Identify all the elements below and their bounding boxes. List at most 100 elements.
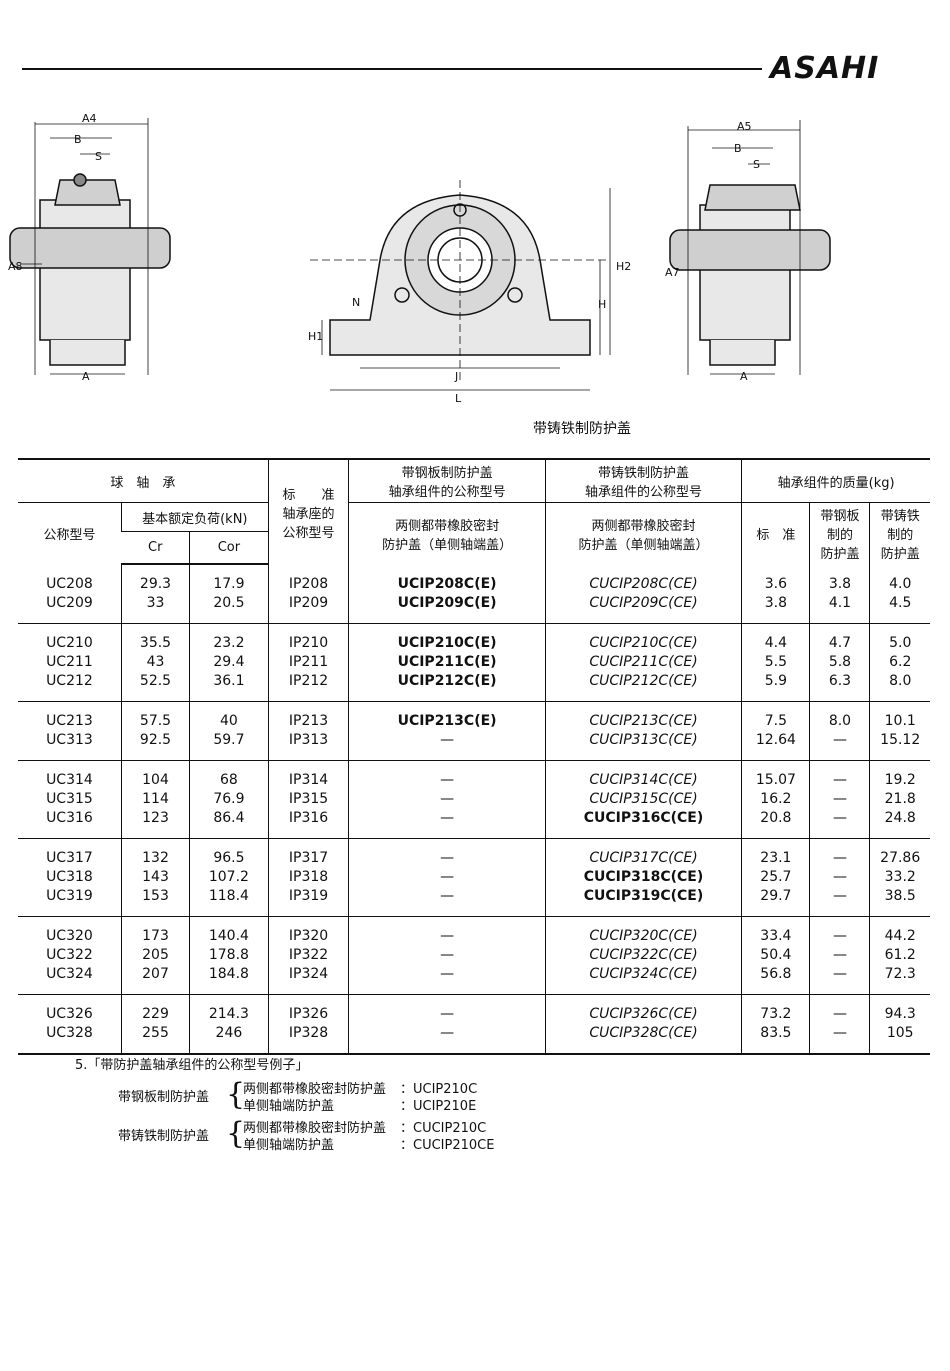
cell-cr: 153 <box>120 887 190 917</box>
cell-cr: 57.5 <box>120 701 190 731</box>
cell-mass-std: 56.8 <box>741 965 810 995</box>
example-cast-desc-2: 单侧轴端防护盖 <box>243 1138 335 1153</box>
cell-cor: 140.4 <box>189 916 269 946</box>
label-a4: A4 <box>82 112 97 125</box>
cell-mass-steel: — <box>809 790 870 809</box>
cell-mass-steel: 8.0 <box>809 701 870 731</box>
cell-steel-cover: — <box>348 790 546 809</box>
technical-drawings: A4 B S A8 A H2 H N H1 J L <box>8 112 831 405</box>
cell-mass-cast: 4.5 <box>869 594 930 624</box>
cell-cast-cover: CUCIP213C(CE) <box>544 701 742 731</box>
cell-steel-cover: — <box>348 916 546 946</box>
cell-mass-cast: 27.86 <box>869 838 930 868</box>
cell-steel-cover: — <box>348 838 546 868</box>
cell-steel-cover: — <box>348 809 546 839</box>
cell-cor: 178.8 <box>189 946 269 965</box>
header-rule <box>22 68 762 70</box>
cell-model: UC315 <box>46 791 93 807</box>
cell-mass-steel: — <box>809 838 870 868</box>
cell-cor: 20.5 <box>189 594 269 624</box>
cell-steel-cover: — <box>348 1024 546 1054</box>
header-housing: 标 准 轴承座的 公称型号 <box>267 459 349 564</box>
cell-cast-cover: CUCIP317C(CE) <box>544 838 742 868</box>
cell-mass-std: 5.5 <box>741 653 810 672</box>
cell-cr: 33 <box>120 594 190 624</box>
cell-mass-std: 5.9 <box>741 672 810 702</box>
cell-housing: IP313 <box>267 731 349 761</box>
cell-cr: 114 <box>120 790 190 809</box>
cell-mass-cast: 15.12 <box>869 731 930 761</box>
label-b-left: B <box>74 133 82 146</box>
label-a7: A7 <box>665 266 680 279</box>
cell-mass-steel: — <box>809 731 870 761</box>
cell-steel-cover: — <box>348 965 546 995</box>
cell-model: UC319 <box>46 888 93 904</box>
cell-model: UC324 <box>46 966 93 982</box>
header-steel-cover: 带钢板制防护盖 轴承组件的公称型号 <box>348 459 546 503</box>
cell-cor: 36.1 <box>189 672 269 702</box>
cell-cor: 17.9 <box>189 564 269 594</box>
cell-model: UC213 <box>46 713 93 729</box>
cell-housing: IP316 <box>267 809 349 839</box>
cell-housing: IP314 <box>267 760 349 790</box>
cell-cast-cover: CUCIP316C(CE) <box>544 809 742 839</box>
cell-housing: IP326 <box>267 994 349 1024</box>
cell-mass-steel: — <box>809 760 870 790</box>
cell-cr: 205 <box>120 946 190 965</box>
cell-mass-steel: — <box>809 946 870 965</box>
cell-steel-cover: UCIP210C(E) <box>348 623 546 653</box>
cell-cast-cover: CUCIP211C(CE) <box>544 653 742 672</box>
cell-steel-cover: — <box>348 868 546 887</box>
cell-housing: IP322 <box>267 946 349 965</box>
cell-cor: 86.4 <box>189 809 269 839</box>
cell-steel-cover: UCIP212C(E) <box>348 672 546 702</box>
cell-steel-cover: UCIP213C(E) <box>348 701 546 731</box>
cell-cr: 229 <box>120 994 190 1024</box>
cell-housing: IP213 <box>267 701 349 731</box>
cell-housing: IP318 <box>267 868 349 887</box>
cell-cr: 92.5 <box>120 731 190 761</box>
cell-cast-cover: CUCIP318C(CE) <box>544 868 742 887</box>
cell-mass-cast: 72.3 <box>869 965 930 995</box>
example-steel-desc-2: 单侧轴端防护盖 <box>243 1099 335 1114</box>
cell-steel-cover: — <box>348 946 546 965</box>
cell-cr: 143 <box>120 868 190 887</box>
cell-mass-steel: 6.3 <box>809 672 870 702</box>
cell-model: UC209 <box>46 595 93 611</box>
asahi-logo: ASAHI <box>770 51 880 86</box>
cell-housing: IP317 <box>267 838 349 868</box>
header-mass: 轴承组件的质量(kg) <box>741 459 930 503</box>
cell-mass-cast: 44.2 <box>869 916 930 946</box>
cell-model: UC316 <box>46 810 93 826</box>
example-steel-label: 带钢板制防护盖 <box>118 1090 210 1105</box>
cell-cor: 214.3 <box>189 994 269 1024</box>
label-h2: H2 <box>616 260 631 273</box>
cell-mass-std: 4.4 <box>741 623 810 653</box>
cell-mass-cast: 33.2 <box>869 868 930 887</box>
cell-model: UC318 <box>46 869 93 885</box>
cell-cr: 255 <box>120 1024 190 1054</box>
cell-mass-cast: 94.3 <box>869 994 930 1024</box>
cell-cast-cover: CUCIP328C(CE) <box>544 1024 742 1054</box>
cell-mass-cast: 61.2 <box>869 946 930 965</box>
cell-mass-cast: 8.0 <box>869 672 930 702</box>
cell-model: UC212 <box>46 673 93 689</box>
label-h1: H1 <box>308 330 323 343</box>
cell-cr: 173 <box>120 916 190 946</box>
cell-mass-std: 83.5 <box>741 1024 810 1054</box>
cell-mass-std: 3.8 <box>741 594 810 624</box>
cell-steel-cover: — <box>348 760 546 790</box>
